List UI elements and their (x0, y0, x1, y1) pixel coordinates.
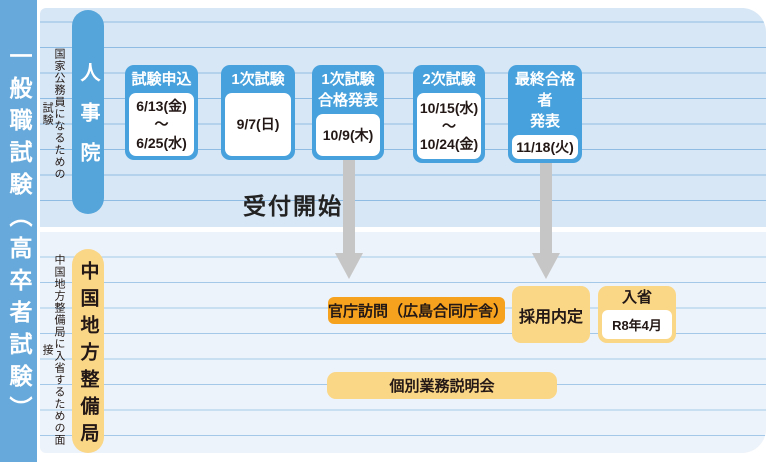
timeline-step-application: 試験申込 6/13(金) ～ 6/25(水) (125, 65, 198, 160)
step-title: 1次試験 (231, 71, 285, 88)
timeline-step-first-exam-results: 1次試験 合格発表 10/9(木) (312, 65, 384, 160)
step-dates: 6/13(金) ～ 6/25(水) (129, 93, 194, 156)
step-title: 最終合格者 発表 (514, 71, 575, 130)
exam-category-title: 一般職試験（高卒者試験） (6, 43, 32, 428)
jinjiin-side-note: 国家公務員になるための試験 (41, 48, 65, 180)
down-arrow-shaft (540, 163, 552, 254)
step-dates: 10/15(水) ～ 10/24(金) (417, 93, 481, 159)
down-arrow-shaft (343, 160, 355, 254)
down-arrow-icon (335, 253, 363, 279)
step-dates: 11/18(火) (512, 135, 578, 159)
step-dates: 9/7(日) (225, 93, 291, 156)
job-offer-box: 採用内定 (512, 286, 590, 343)
entry-date: R8年4月 (602, 310, 672, 339)
office-visit-box: 官庁訪問（広島合同庁舎） (328, 297, 508, 324)
org-pill-bureau: 中国地方整備局 (72, 249, 104, 453)
entry-title: 入省 (621, 289, 652, 306)
reception-start-label: 受付開始 (243, 193, 343, 219)
timeline-step-second-exam: 2次試験 10/15(水) ～ 10/24(金) (413, 65, 485, 163)
jinjiin-section-panel (40, 8, 766, 227)
org-pill-jinjiin-label: 人事院 (77, 62, 99, 182)
timeline-step-final-results: 最終合格者 発表 11/18(火) (508, 65, 582, 163)
timeline-step-first-exam: 1次試験 9/7(日) (221, 65, 295, 160)
down-arrow-icon (532, 253, 560, 279)
exam-category-banner: 一般職試験（高卒者試験） (0, 0, 37, 462)
org-pill-jinjiin: 人事院 (72, 10, 104, 214)
step-dates: 10/9(木) (316, 114, 380, 156)
individual-briefing-box: 個別業務説明会 (327, 372, 557, 399)
step-title: 2次試験 (422, 71, 476, 88)
step-title: 試験申込 (131, 71, 192, 88)
org-pill-bureau-label: 中国地方整備局 (77, 260, 99, 450)
bureau-side-note: 中国地方整備局に入省するための面接 (41, 254, 65, 446)
step-title: 1次試験 合格発表 (317, 71, 378, 109)
ministry-entry-box: 入省 R8年4月 (598, 286, 676, 343)
